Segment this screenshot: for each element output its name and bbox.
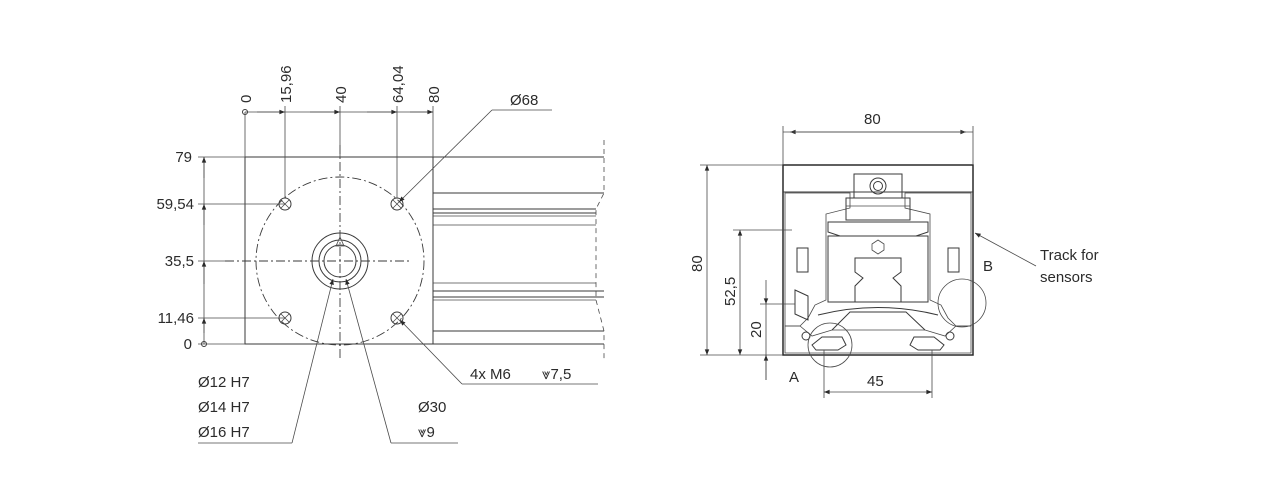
callout-counterbore: Ø30 ⩔9 (345, 278, 458, 444)
y-pos-2: 35,5 (165, 253, 194, 270)
bore-fit-12: Ø12 H7 (198, 374, 250, 391)
y-pos-3: 11,46 (158, 310, 194, 327)
callout-thread: 4x M6 ⩔7,5 (399, 319, 598, 385)
thread-size-label: 4x M6 (470, 366, 511, 383)
dim-52-5-label: 52,5 (722, 277, 739, 306)
dim-20: 20 (748, 280, 795, 380)
diameter-68-label: Ø68 (510, 92, 538, 109)
thread-depth-label: ⩔7,5 (542, 366, 571, 383)
profile-body (433, 140, 605, 360)
flange-plate (244, 156, 434, 345)
callout-diameter-68: Ø68 (398, 92, 552, 203)
central-bore (311, 232, 369, 290)
detail-b-label: B (983, 258, 993, 275)
x-pos-0: 0 (238, 95, 255, 103)
counterbore-depth-label: ⩔9 (418, 424, 435, 441)
y-pos-1: 59,54 (156, 196, 194, 213)
x-ordinate-dimensions: 0 15,96 40 64,04 80 (238, 65, 443, 198)
y-pos-0: 79 (175, 149, 192, 166)
width-label: 80 (864, 111, 881, 128)
bore-fit-16: Ø16 H7 (198, 424, 250, 441)
detail-a-label: A (789, 369, 799, 386)
detail-a-circle (807, 322, 853, 368)
sensor-track-line2: sensors (1040, 269, 1093, 286)
counterbore-diameter-label: Ø30 (418, 399, 446, 416)
x-pos-3: 64,04 (390, 65, 407, 103)
x-pos-2: 40 (333, 86, 350, 103)
detail-b-circle (937, 278, 987, 328)
dim-20-label: 20 (748, 321, 765, 338)
callout-bore-fits: Ø12 H7 Ø14 H7 Ø16 H7 (198, 278, 334, 444)
section-view: A B Track for sensors 80 80 52,5 (689, 111, 1099, 398)
y-ordinate-dimensions: 79 59,54 35,5 11,46 0 (156, 149, 285, 353)
x-pos-1: 15,96 (278, 65, 295, 103)
y-pos-4: 0 (184, 336, 192, 353)
bore-fit-14: Ø14 H7 (198, 399, 250, 416)
height-label: 80 (689, 255, 706, 272)
dim-52-5: 52,5 (722, 229, 792, 356)
sensor-track-callout: Track for sensors (974, 232, 1099, 286)
carriage (817, 173, 939, 331)
dim-45: 45 (823, 350, 933, 398)
sensor-track-line1: Track for (1040, 247, 1099, 264)
x-pos-4: 80 (426, 86, 443, 103)
front-view: 0 15,96 40 64,04 80 79 59,54 35,5 11,46 … (156, 65, 605, 444)
width-dimension: 80 (782, 111, 974, 165)
profile-outline (782, 164, 974, 356)
height-dimension: 80 (689, 164, 783, 356)
dim-45-label: 45 (867, 373, 884, 390)
